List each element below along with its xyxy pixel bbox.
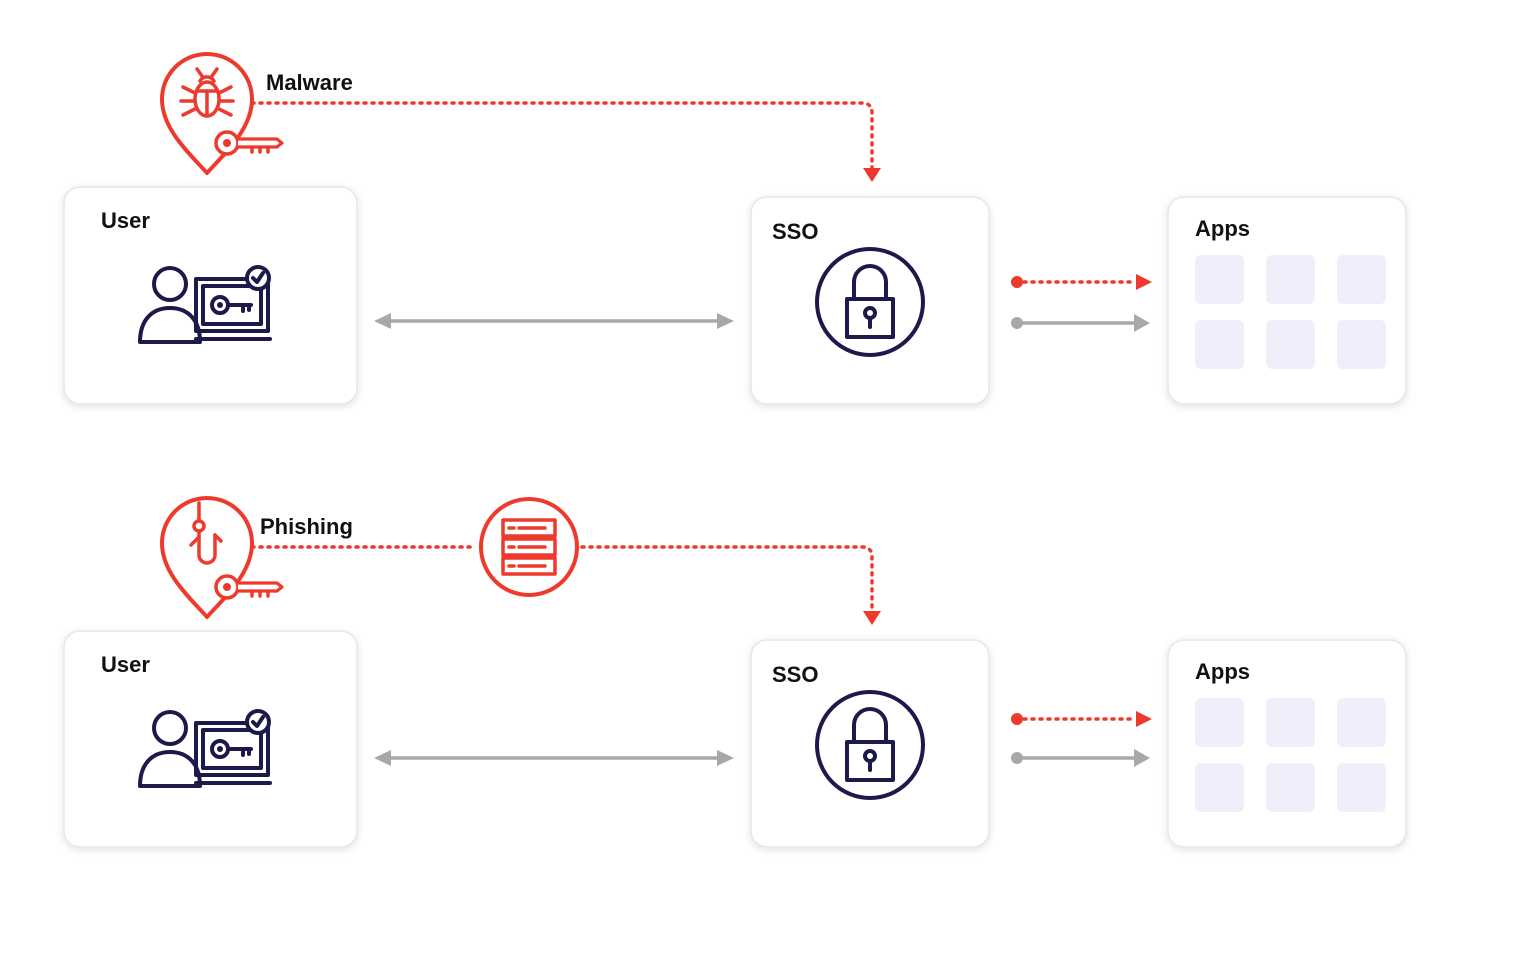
app-tile	[1195, 763, 1244, 812]
scenario-phishing: Phishing User SSO	[63, 496, 1407, 848]
app-tile	[1195, 320, 1244, 369]
user-card: User	[63, 186, 358, 405]
sso-apps-normal-connector	[1011, 749, 1150, 767]
app-tile	[1337, 763, 1386, 812]
app-tile	[1266, 320, 1315, 369]
threat-label-phishing: Phishing	[260, 514, 353, 539]
sso-card-title: SSO	[772, 662, 818, 687]
apps-card-title: Apps	[1195, 659, 1250, 684]
app-tile	[1337, 255, 1386, 304]
threat-label-malware: Malware	[266, 70, 353, 95]
malware-attack-path	[250, 101, 874, 170]
user-sso-connector	[374, 750, 734, 766]
server-icon	[479, 497, 579, 597]
app-tile	[1337, 698, 1386, 747]
sso-apps-normal-connector	[1011, 314, 1150, 332]
sso-card: SSO	[750, 639, 990, 848]
apps-card-title: Apps	[1195, 216, 1250, 241]
apps-card: Apps	[1167, 639, 1407, 848]
sso-apps-attack-connector	[1011, 711, 1152, 727]
app-tile	[1337, 320, 1386, 369]
app-tile	[1266, 763, 1315, 812]
sso-card-title: SSO	[772, 219, 818, 244]
scenario-malware: Malware User SSO	[63, 52, 1407, 405]
malware-arrowhead	[863, 168, 881, 182]
fishhook-key-pin-icon	[160, 496, 284, 619]
user-sso-connector	[374, 313, 734, 329]
sso-apps-attack-connector	[1011, 274, 1152, 290]
user-card: User	[63, 630, 358, 848]
app-tile	[1195, 698, 1244, 747]
sso-card: SSO	[750, 196, 990, 405]
app-tile	[1266, 255, 1315, 304]
phishing-attack-path-b	[580, 545, 874, 613]
app-tile	[1266, 698, 1315, 747]
apps-card: Apps	[1167, 196, 1407, 405]
app-tile	[1195, 255, 1244, 304]
user-card-title: User	[101, 208, 150, 233]
bug-key-pin-icon	[160, 52, 284, 175]
user-card-title: User	[101, 652, 150, 677]
phishing-arrowhead	[863, 611, 881, 625]
